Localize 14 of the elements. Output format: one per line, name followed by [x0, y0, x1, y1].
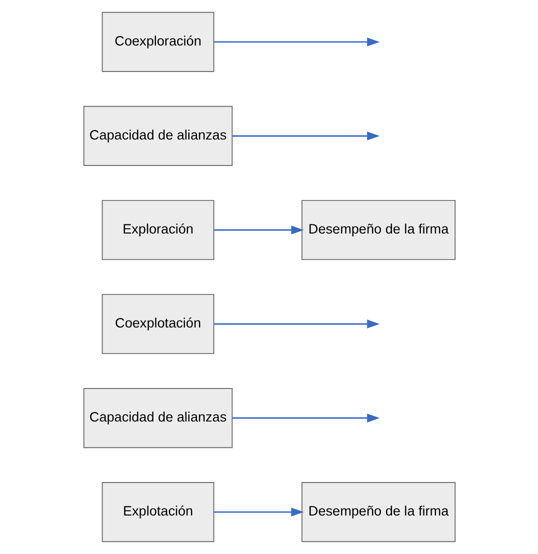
node-box: Desempeño de la firma: [300, 482, 456, 542]
node-box: Capacidad de alianzas: [82, 388, 232, 448]
arrow: [213, 38, 380, 46]
node-box: Coexploración: [101, 12, 214, 72]
node-box: Desempeño de la firma: [300, 200, 456, 260]
arrow: [232, 414, 380, 422]
node-box: Explotación: [101, 482, 214, 542]
arrow: [213, 508, 304, 516]
arrow: [213, 226, 304, 234]
node-box: Exploración: [101, 200, 214, 260]
node-box: Coexplotación: [101, 294, 214, 354]
arrow: [213, 320, 380, 328]
arrow: [232, 132, 380, 140]
node-box: Capacidad de alianzas: [82, 106, 232, 166]
